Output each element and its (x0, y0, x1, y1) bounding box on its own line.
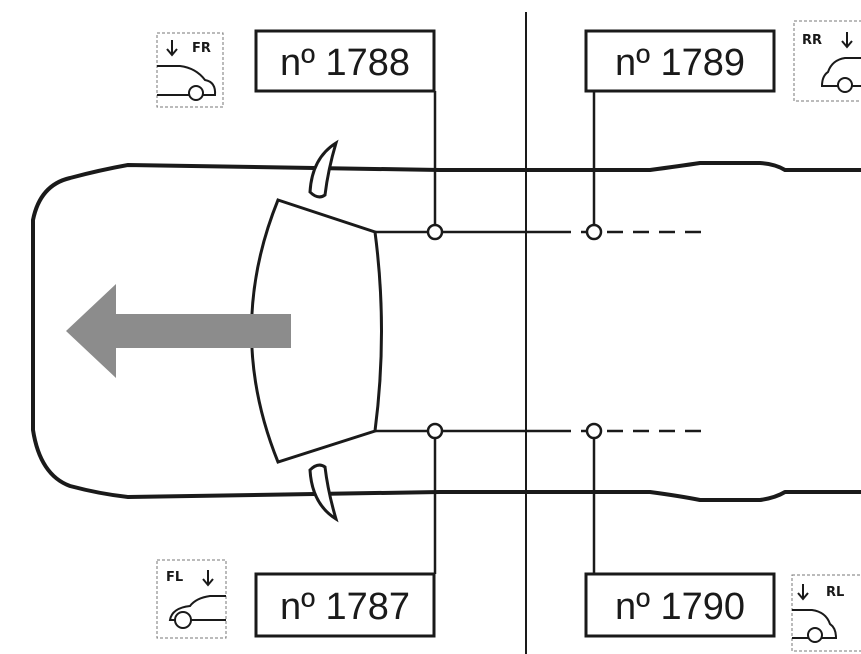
windshield (250, 198, 383, 464)
front-left-wheel-icon: FL (156, 559, 227, 639)
right-side-mirror (308, 139, 339, 199)
measure-point-front-left (426, 422, 444, 440)
label-box-front-left: nº 1787 (254, 572, 436, 638)
label-box-rear-right: nº 1789 (584, 29, 776, 93)
measure-point-rear-left (585, 422, 603, 440)
icon-label-rear-right: RR (802, 33, 822, 48)
measure-point-front-right (426, 223, 444, 241)
icon-label-front-right: FR (192, 41, 211, 56)
rear-right-wheel-icon: RR (793, 20, 861, 102)
direction-arrow (66, 284, 291, 378)
measure-point-rear-right (585, 223, 603, 241)
icon-label-front-left: FL (166, 570, 183, 585)
left-side-mirror (308, 463, 339, 523)
label-rear-right: nº 1789 (615, 42, 745, 84)
rear-left-wheel-icon: RL (791, 574, 861, 652)
label-box-rear-left: nº 1790 (584, 572, 776, 638)
label-rear-left: nº 1790 (615, 586, 745, 628)
label-front-left: nº 1787 (280, 586, 410, 628)
icon-label-rear-left: RL (826, 585, 844, 600)
car-body-outline (31, 161, 861, 502)
label-box-front-right: nº 1788 (254, 29, 436, 93)
label-front-right: nº 1788 (280, 42, 410, 84)
front-right-wheel-icon: FR (156, 32, 224, 108)
